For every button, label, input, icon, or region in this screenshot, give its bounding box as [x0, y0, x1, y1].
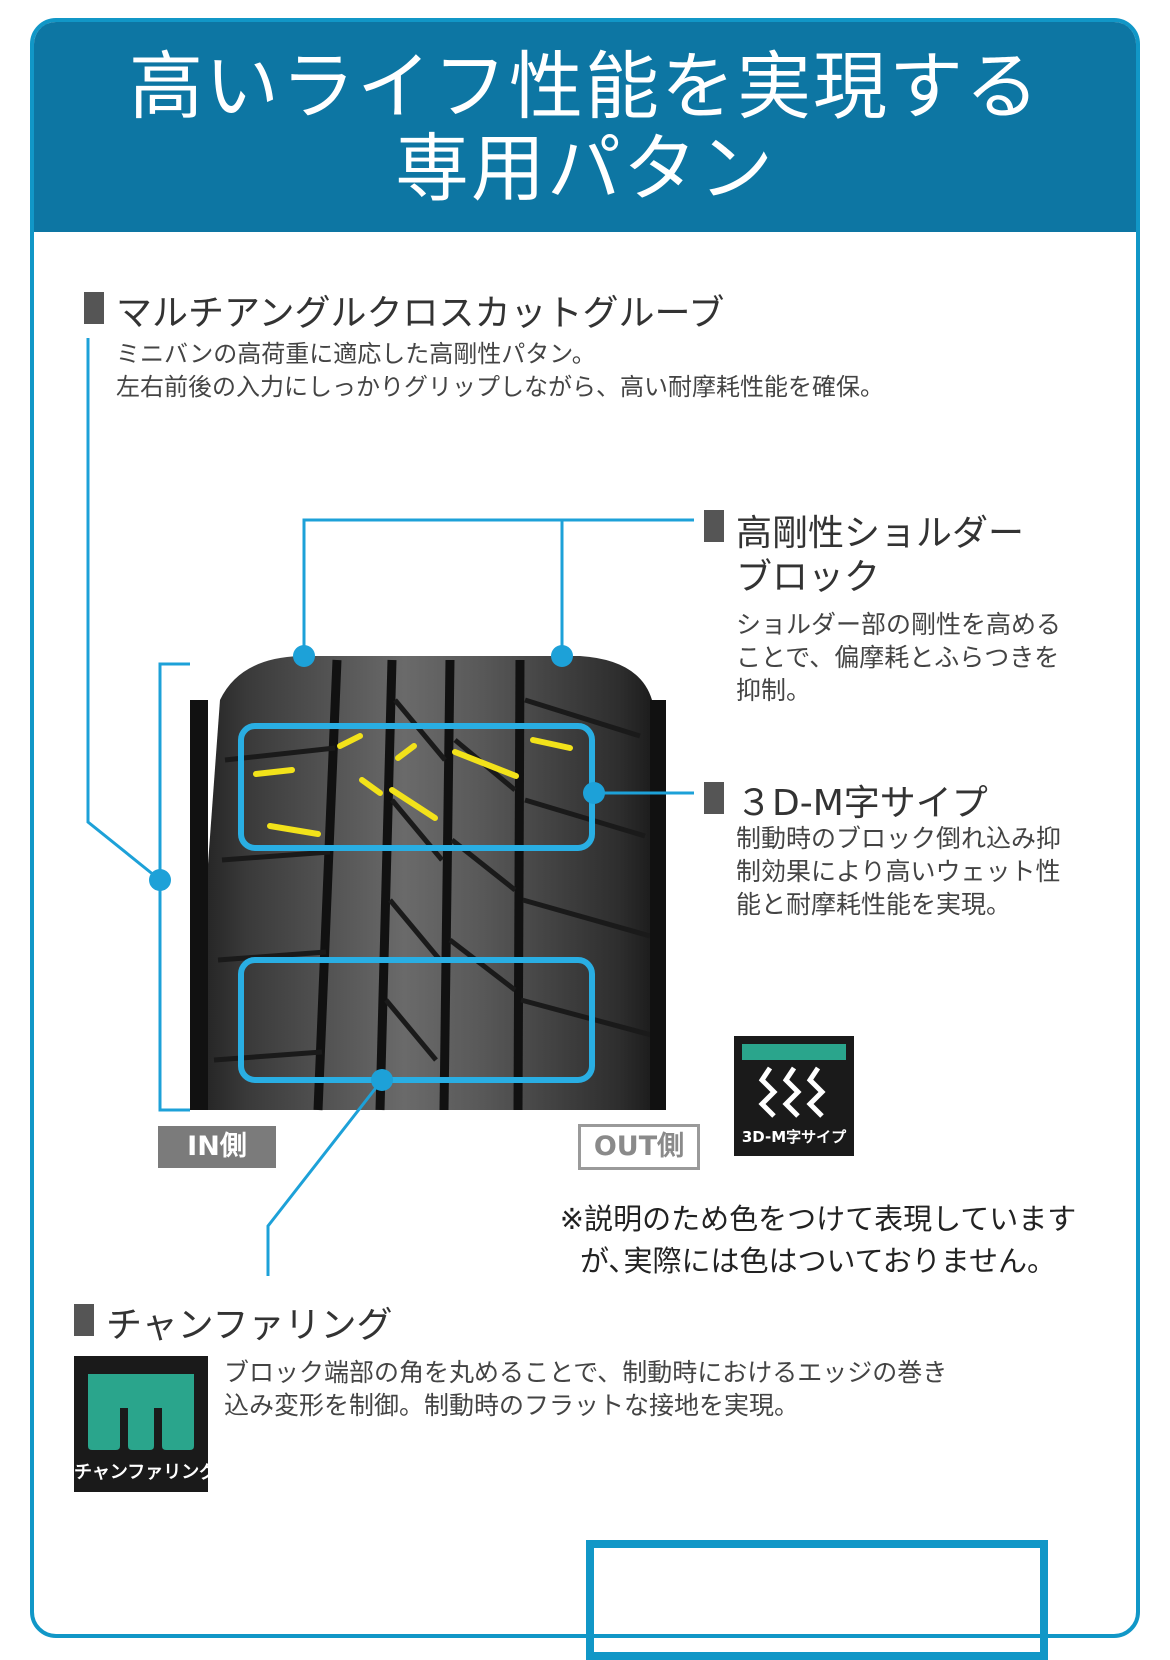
wavy-sipe-icon	[742, 1044, 846, 1118]
sipe-badge: 3D-M字サイプ	[734, 1036, 854, 1156]
chamfer-description: ブロック端部の角を丸めることで、制動時におけるエッジの巻き 込み変形を制御。制動…	[224, 1358, 948, 1420]
page-title: 高いライフ性能を実現する 専用パタン	[129, 44, 1041, 212]
chamfer-badge: チャンファリング	[74, 1356, 218, 1492]
sipe-heading: ３D-M字サイプ	[736, 783, 988, 824]
chamfer-block-icon	[88, 1374, 194, 1450]
in-side-label: IN側	[158, 1126, 276, 1168]
tire-image	[190, 656, 666, 1111]
shoulder-heading-line1: 高剛性ショルダー	[736, 513, 1025, 554]
groove-heading: マルチアングルクロスカットグルーブ	[116, 293, 725, 334]
chamfer-heading-marker	[74, 1304, 94, 1336]
out-side-label: OUT側	[578, 1124, 700, 1170]
color-note: ※説明のため色をつけて表現しています が､実際には色はついておりません。	[559, 1202, 1077, 1278]
chamfer-highlight-box	[238, 957, 595, 1083]
title-banner: 高いライフ性能を実現する 専用パタン	[34, 22, 1136, 232]
sipe-description: 制動時のブロック倒れ込み抑 制効果により高いウェット性 能と耐摩耗性能を実現。	[736, 824, 1062, 919]
chamfer-icon-label: チャンファリング	[74, 1462, 218, 1483]
shoulder-description: ショルダー部の剛性を高める ことで、偏摩耗とふらつきを 抑制。	[736, 610, 1062, 705]
tire-diagram	[86, 338, 694, 1276]
sipe-heading-marker	[704, 782, 724, 814]
sipe-icon-label: 3D-M字サイプ	[741, 1128, 847, 1146]
groove-description: ミニバンの高荷重に適応した高剛性パタン。 左右前後の入力にしっかりグリップしなが…	[116, 340, 884, 401]
sipe-highlights	[253, 733, 573, 837]
groove-heading-marker	[84, 292, 104, 324]
chamfer-heading: チャンファリング	[106, 1305, 393, 1346]
shoulder-heading-line2: ブロック	[736, 557, 881, 598]
bottom-panel-frame	[586, 1540, 1048, 1660]
connector-dots	[149, 645, 605, 1091]
shoulder-heading-marker	[704, 510, 724, 542]
